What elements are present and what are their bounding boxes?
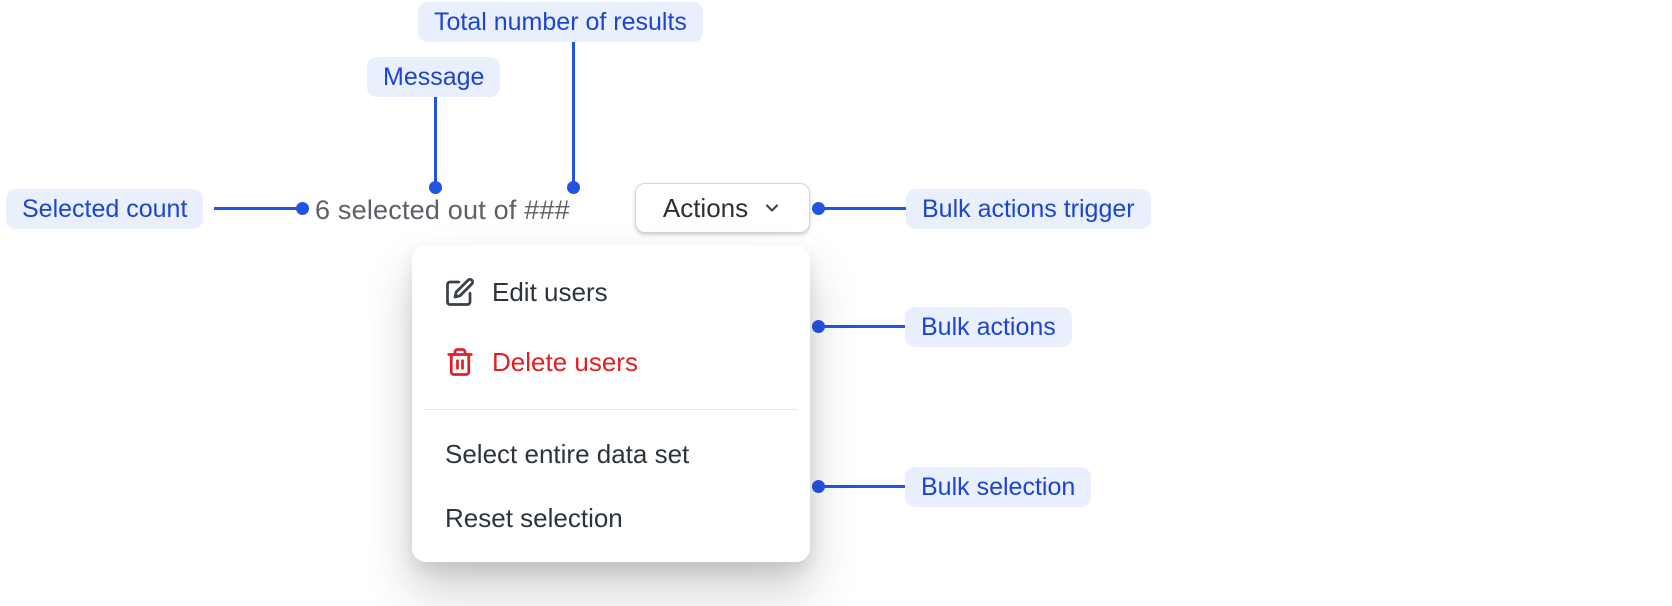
annotation-label-bulk-actions: Bulk actions <box>905 307 1072 347</box>
annotation-label-selected-count: Selected count <box>6 189 204 229</box>
menu-item-delete-users[interactable]: Delete users <box>412 327 810 397</box>
menu-item-edit-users[interactable]: Edit users <box>412 257 810 327</box>
menu-divider <box>424 409 798 410</box>
menu-item-label: Edit users <box>492 276 608 307</box>
actions-button-label: Actions <box>662 192 749 223</box>
chevron-down-icon <box>762 198 782 218</box>
connector-line-total-results <box>572 42 575 187</box>
menu-item-label: Select entire data set <box>445 438 690 469</box>
menu-item-label: Delete users <box>492 346 638 377</box>
bulk-actions-menu: Edit users Delete users Select entire da… <box>412 245 810 562</box>
menu-item-select-entire-data-set[interactable]: Select entire data set <box>412 422 810 486</box>
annotation-label-message: Message <box>367 57 501 97</box>
menu-item-label: Reset selection <box>445 502 623 533</box>
connector-dot-bulk-actions <box>812 320 825 333</box>
connector-dot-total-results <box>567 181 580 194</box>
connector-line-bulk-actions <box>818 325 905 328</box>
edit-icon <box>445 277 475 307</box>
annotation-label-bulk-actions-trigger: Bulk actions trigger <box>906 189 1151 229</box>
bulk-actions-trigger-button[interactable]: Actions <box>635 183 810 233</box>
selection-count-message: 6 selected out of ### <box>315 195 570 225</box>
annotation-label-total-results: Total number of results <box>418 2 703 42</box>
trash-icon <box>445 347 475 377</box>
connector-line-bulk-actions-trigger <box>818 207 906 210</box>
connector-dot-message <box>429 181 442 194</box>
annotation-label-bulk-selection: Bulk selection <box>905 467 1092 507</box>
connector-line-bulk-selection <box>818 485 905 488</box>
menu-item-reset-selection[interactable]: Reset selection <box>412 486 810 550</box>
connector-dot-bulk-selection <box>812 480 825 493</box>
connector-line-selected-count <box>214 207 302 210</box>
connector-line-message <box>434 97 437 187</box>
connector-dot-selected-count <box>296 202 309 215</box>
connector-dot-bulk-actions-trigger <box>812 202 825 215</box>
